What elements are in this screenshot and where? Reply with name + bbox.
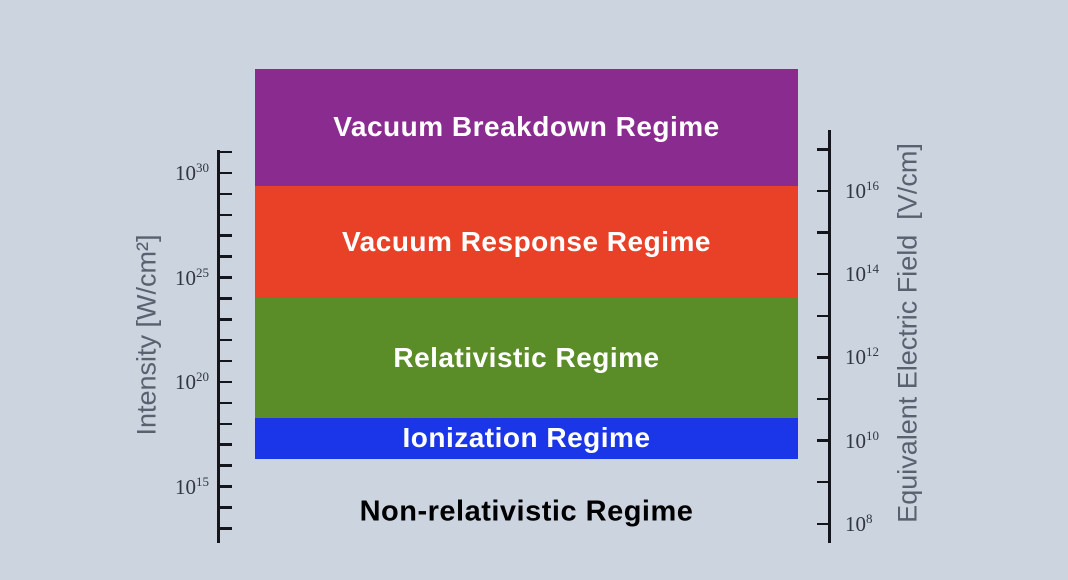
left-axis-tick xyxy=(220,380,233,384)
right-axis-tick-label: 1010 xyxy=(845,427,879,453)
right-axis-tick xyxy=(816,272,828,276)
left-axis-tick xyxy=(220,401,233,405)
right-axis-tick xyxy=(816,189,828,193)
left-axis-tick xyxy=(220,318,233,321)
left-axis-tick xyxy=(220,359,233,363)
right-axis-tick-label: 1016 xyxy=(845,178,879,203)
right-axis-title: Equivalent Electric Field [V/cm] xyxy=(892,143,923,523)
left-axis-tick xyxy=(220,276,233,279)
left-axis-tick xyxy=(220,506,233,509)
left-axis-tick xyxy=(220,464,233,467)
regime-band-vacuum-breakdown: Vacuum Breakdown Regime xyxy=(255,68,798,186)
left-axis-tick xyxy=(220,443,233,446)
right-axis-tick-label: 1014 xyxy=(845,261,879,287)
right-axis-tick xyxy=(816,148,828,151)
left-axis-tick xyxy=(220,150,233,154)
right-axis-tick xyxy=(816,356,828,359)
regime-band-label-ionization: Ionization Regime xyxy=(402,422,651,454)
left-axis-tick xyxy=(220,297,233,300)
regime-band-relativistic: Relativistic Regime xyxy=(255,298,798,418)
regime-band-label-relativistic: Relativistic Regime xyxy=(393,341,660,373)
left-axis-line xyxy=(216,150,221,543)
left-axis-tick xyxy=(220,255,233,258)
regime-band-label-vacuum-breakdown: Vacuum Breakdown Regime xyxy=(333,111,720,143)
right-axis-tick xyxy=(816,314,828,318)
left-axis-tick xyxy=(220,485,233,488)
left-axis-tick xyxy=(220,213,233,217)
right-axis-tick xyxy=(816,439,828,442)
right-axis-line xyxy=(827,130,832,543)
regime-band-vacuum-response: Vacuum Response Regime xyxy=(255,185,798,299)
left-axis-tick-label: 1020 xyxy=(175,369,209,394)
left-axis-tick xyxy=(220,171,233,175)
left-axis-tick xyxy=(220,234,233,237)
right-axis-tick xyxy=(816,522,828,526)
left-axis-tick xyxy=(220,422,233,426)
left-axis-tick-label: 1015 xyxy=(175,473,209,499)
left-axis-title: Intensity [W/cm²] xyxy=(131,234,162,436)
left-axis-tick xyxy=(220,192,233,196)
regime-band-label-vacuum-response: Vacuum Response Regime xyxy=(342,225,711,257)
left-axis-tick-label: 1025 xyxy=(175,264,209,290)
left-axis-tick xyxy=(220,338,233,342)
non-relativistic-regime-label: Non-relativistic Regime xyxy=(359,495,694,528)
left-axis-tick xyxy=(220,527,233,530)
right-axis-tick-label: 108 xyxy=(845,510,873,536)
left-axis-tick-label: 1030 xyxy=(175,160,209,185)
regime-band-ionization: Ionization Regime xyxy=(255,417,798,460)
right-axis-tick xyxy=(816,480,828,484)
right-axis-tick xyxy=(816,231,828,234)
right-axis-tick-label: 1012 xyxy=(845,344,879,370)
right-axis-tick xyxy=(816,397,828,401)
